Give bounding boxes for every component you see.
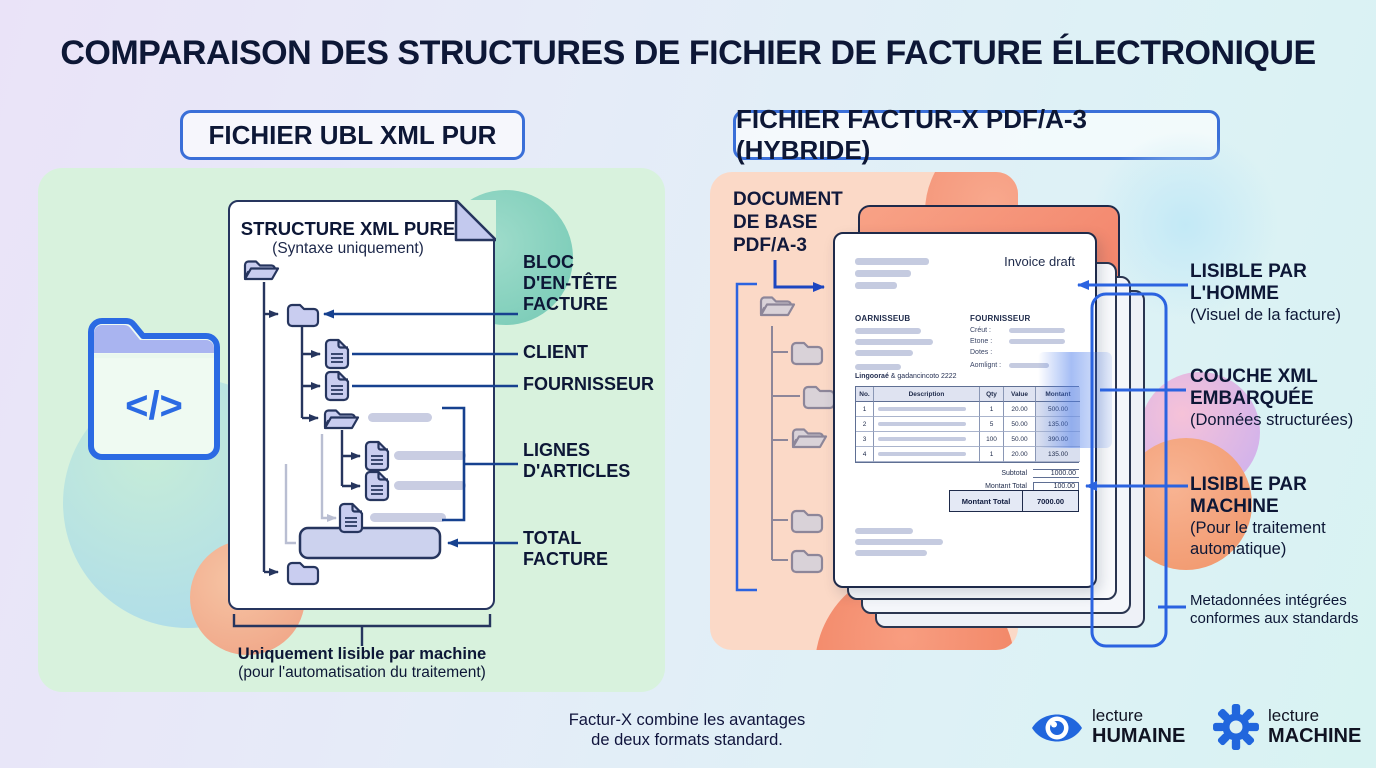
code-folder-icon: </>	[88, 318, 220, 460]
grand-total-box: Montant Total 7000.00	[949, 490, 1079, 512]
doc-subtitle: (Syntaxe uniquement)	[272, 240, 424, 257]
gear-icon	[1213, 704, 1259, 750]
placeholder-bar	[855, 328, 921, 334]
placeholder-bar	[1009, 363, 1049, 368]
base-doc-label: DOCUMENT DE BASE PDF/A-3	[733, 189, 843, 256]
xml-tree-diagram	[232, 260, 518, 646]
client-file-icon	[324, 338, 350, 370]
description-bar	[878, 421, 966, 427]
callout-total: TOTAL FACTURE	[523, 528, 608, 569]
footer-folder-icon	[286, 561, 320, 586]
callout-couche-xml: COUCHE XML EMBARQUÉE (Données structurée…	[1190, 366, 1354, 429]
placeholder-bar	[855, 258, 929, 265]
invoice-left-col-header: OARNISSEUB	[855, 314, 911, 323]
placeholder-bar	[855, 339, 933, 345]
invoice-right-col-header: FOURNISSEUR	[970, 314, 1031, 323]
fournisseur-file-icon	[324, 370, 350, 402]
xml-layer-highlight	[1038, 352, 1112, 448]
description-bar	[878, 451, 966, 457]
invoice-table-caption: Lingooraé & gadancincoto 2222	[855, 373, 957, 380]
machine-only-caption: Uniquement lisible par machine (pour l'a…	[237, 645, 487, 681]
legend-machine: lecture MACHINE	[1268, 706, 1362, 747]
legend-humaine: lecture HUMAINE	[1092, 706, 1186, 747]
subtotal-row: Subtotal 1000.00	[955, 469, 1079, 478]
line-file-icon	[364, 440, 390, 472]
invoice-field-label: Dotes :	[970, 349, 993, 356]
invoice-title: Invoice draft	[1004, 254, 1075, 269]
invoice-field-label: Créut :	[970, 327, 992, 334]
ghost-xml-tree	[735, 282, 836, 592]
placeholder-bar	[855, 270, 911, 277]
placeholder-bar	[1009, 328, 1065, 333]
page-title: COMPARAISON DES STRUCTURES DE FICHIER DE…	[60, 34, 1316, 72]
folded-corner	[454, 199, 496, 241]
callout-bloc: BLOC D'EN-TÊTE FACTURE	[523, 252, 618, 314]
callout-client: CLIENT	[523, 342, 588, 362]
callout-machine: LISIBLE PAR MACHINE (Pour le traitement …	[1190, 474, 1326, 558]
callout-metadata: Metadonnées intégrées conformes aux stan…	[1190, 592, 1359, 627]
callout-homme: LISIBLE PAR L'HOMME (Visuel de la factur…	[1190, 261, 1342, 324]
ubl-xml-panel: </> STRUCTURE XML PURE (Syntaxe uniqueme…	[38, 168, 665, 692]
ghost-bracket	[735, 282, 757, 592]
placeholder-bars	[368, 413, 466, 522]
placeholder-bar	[855, 364, 901, 370]
invoice-field-label: Etone :	[970, 338, 993, 345]
placeholder-bar	[855, 528, 913, 534]
description-bar	[878, 436, 966, 442]
eye-icon	[1032, 714, 1082, 742]
lines-folder-icon	[323, 409, 360, 430]
right-panel-header: FICHIER FACTUR-X PDF/A-3 (HYBRIDE)	[733, 104, 1220, 165]
placeholder-bar	[1009, 339, 1065, 344]
line-file-icon	[338, 502, 364, 534]
callout-lignes: LIGNES D'ARTICLES	[523, 440, 631, 481]
placeholder-bar	[855, 282, 897, 289]
root-folder-icon	[243, 260, 280, 281]
doc-title: STRUCTURE XML PURE	[240, 218, 456, 239]
header-folder-icon	[286, 303, 320, 328]
invoice-field-label: Aomlignt :	[970, 362, 1002, 369]
description-bar	[878, 406, 966, 412]
placeholder-bar	[855, 350, 913, 356]
line-file-icon	[364, 470, 390, 502]
left-panel-header: FICHIER UBL XML PUR	[180, 110, 525, 160]
callout-fournisseur: FOURNISSEUR	[523, 374, 655, 394]
footer-note: Factur-X combine les avantages de deux f…	[568, 711, 806, 749]
code-icon: </>	[125, 384, 183, 428]
placeholder-bar	[855, 550, 927, 556]
total-box	[298, 526, 442, 560]
placeholder-bar	[855, 539, 943, 545]
